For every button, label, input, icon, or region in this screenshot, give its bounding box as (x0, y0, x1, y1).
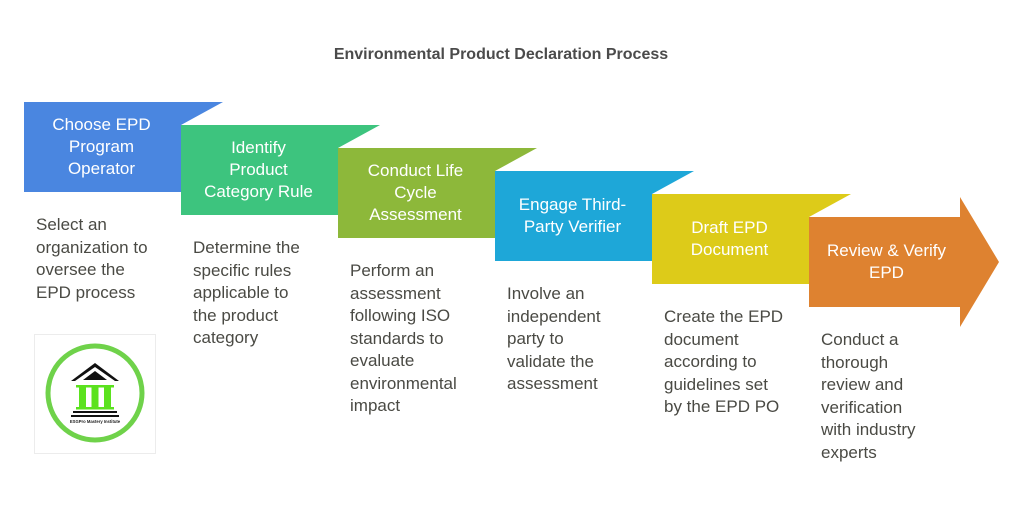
logo-capital (76, 385, 114, 388)
step-shape-1 (24, 102, 223, 192)
step-description-line: with industry (821, 420, 916, 439)
step-description-line: environmental (350, 373, 457, 393)
step-label-line: Party Verifier (523, 217, 622, 236)
step-description-6: Conduct a thorough review and verification w… (821, 329, 971, 464)
step-description-line: EPD process (36, 282, 136, 302)
step-description-line: document (664, 329, 739, 349)
logo-pillar (91, 386, 99, 408)
step-description-line: Involve an (507, 284, 585, 303)
logo-pediment (83, 371, 107, 380)
step-label-line: Category Rule (204, 182, 313, 201)
step-description-line: independent (507, 306, 601, 326)
step-label-4: Engage Third- Party Verifier (495, 176, 650, 256)
logo-step (73, 411, 117, 413)
step-shape-5 (652, 194, 851, 284)
step-description-line: Select an (36, 215, 107, 234)
institute-logo: ESGPro Mastery Institute (34, 334, 156, 454)
step-description-line: following ISO (350, 306, 451, 325)
step-description-line: assessment (507, 374, 598, 393)
step-description-line: category (193, 328, 259, 347)
step-label-line: Program (68, 137, 135, 156)
diagram-title: Environmental Product Declaration Proces… (333, 46, 669, 63)
logo-caption: ESGPro Mastery Institute (70, 419, 121, 424)
step-label-line: Conduct Life (367, 161, 464, 180)
logo-base (76, 407, 114, 410)
step-description-line: thorough (821, 352, 889, 372)
step-description-line: Create the EPD (664, 307, 784, 326)
step-description-line: evaluate (350, 351, 415, 370)
step-label-line: EPD (869, 263, 904, 282)
step-label-line: Choose EPD (52, 115, 151, 134)
step-description-line: verification (821, 397, 903, 417)
step-label-5: Draft EPD Document (652, 199, 807, 279)
step-label-line: Engage Third- (518, 195, 627, 214)
step-description-line: impact (350, 396, 401, 415)
step-label-line: Assessment (369, 205, 462, 224)
step-description-5: Create the EPD document according to guidel… (664, 306, 814, 419)
step-description-line: according to (664, 352, 757, 371)
step-description-line: guidelines set (664, 374, 768, 394)
step-description-3: Perform an assessment following ISO standar… (350, 260, 500, 418)
step-description-line: applicable to (193, 283, 289, 302)
step-label-line: Draft EPD (691, 218, 768, 237)
step-description-line: oversee the (36, 260, 125, 279)
step-description-line: review and (821, 375, 904, 394)
step-label-line: Product (229, 160, 288, 179)
step-description-line: Perform an (350, 261, 435, 280)
step-shape-2 (181, 125, 380, 215)
step-label-line: Review & Verify (826, 241, 947, 260)
step-description-line: the product (193, 305, 279, 325)
step-label-line: Operator (67, 159, 136, 178)
step-label-line: Document (690, 240, 769, 259)
step-description-line: validate the (507, 351, 594, 371)
logo-roof-icon (71, 363, 119, 381)
step-description-line: assessment (350, 283, 441, 303)
step-description-line: organization to (36, 237, 148, 257)
step-shape-6 (809, 197, 999, 327)
step-shape-3 (338, 148, 537, 238)
step-description-2: Determine the specific rules applicable to… (193, 237, 343, 350)
step-description-line: Determine the (193, 238, 300, 257)
logo-ring (45, 343, 145, 443)
logo-pillar (79, 386, 86, 408)
step-description-line: party to (507, 329, 564, 348)
logo-step (71, 415, 119, 417)
step-description-line: by the EPD PO (664, 397, 780, 416)
step-description-line: standards to (350, 328, 444, 348)
step-label-line: Cycle (394, 183, 437, 202)
step-description-line: specific rules (193, 260, 292, 280)
step-description-line: Conduct a (821, 330, 899, 349)
step-description-4: Involve an independent party to validate th… (507, 283, 657, 396)
step-description-line: experts (821, 442, 877, 462)
step-label-line: Identify (231, 138, 286, 157)
step-shape-4 (495, 171, 694, 261)
logo-pillar (104, 386, 111, 408)
